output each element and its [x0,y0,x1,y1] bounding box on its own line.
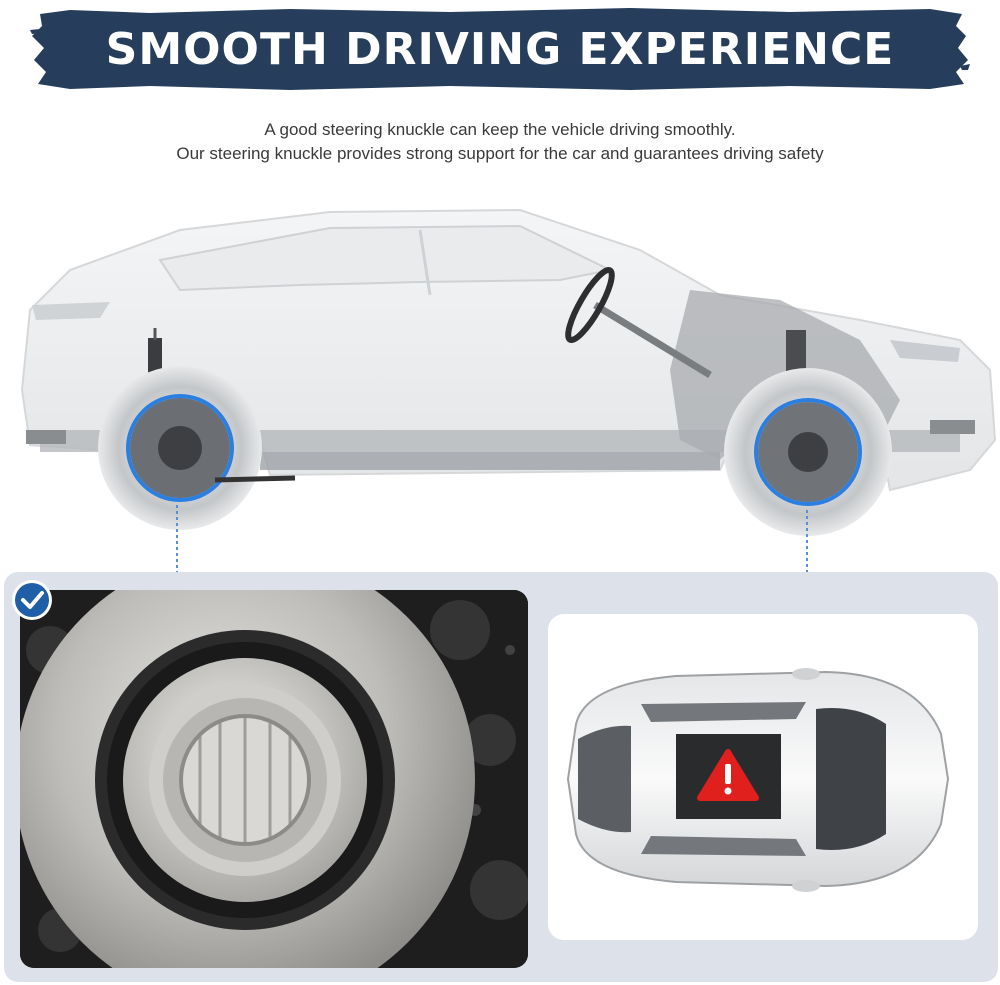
connector-line-front [806,510,808,610]
car-side-cutaway-illustration [20,208,997,536]
page-title: SMOOTH DRIVING EXPERIENCE [105,23,895,75]
car-top-view-illustration [566,668,950,892]
rear-knuckle-highlight [126,394,234,502]
checkmark-badge-icon [12,580,52,620]
front-knuckle-highlight [754,398,862,506]
subtitle: A good steering knuckle can keep the veh… [0,118,1000,166]
title-banner: SMOOTH DRIVING EXPERIENCE [30,6,970,92]
subtitle-line-1: A good steering knuckle can keep the veh… [264,120,736,139]
hub-bearing-illustration [20,590,528,968]
connector-line-rear [176,505,178,590]
brush-stroke-background [30,8,970,90]
car-windows [158,224,614,292]
hub-closeup-photo [20,590,528,968]
subtitle-line-2: Our steering knuckle provides strong sup… [176,144,824,163]
warning-exclamation-icon [697,749,759,801]
